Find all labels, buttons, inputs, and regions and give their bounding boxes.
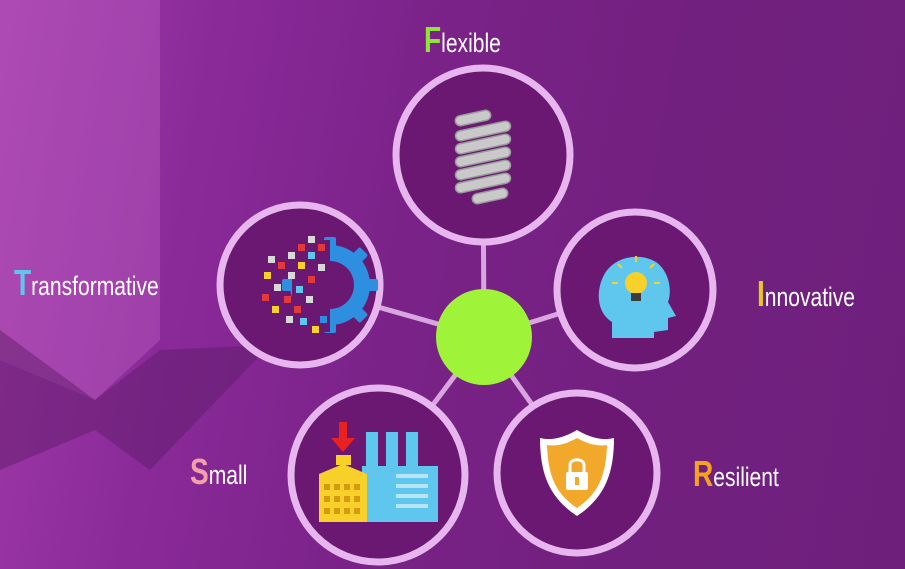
label-innovative-rest: nnovative [764, 282, 855, 312]
label-flexible-rest: lexible [441, 28, 501, 58]
label-transformative: Transformative [14, 265, 159, 301]
label-flexible: Flexible [424, 22, 501, 58]
label-small-rest: mall [208, 460, 248, 490]
label-innovative: Innovative [757, 276, 855, 312]
label-small-initial: S [190, 451, 209, 492]
label-innovative-initial: I [757, 273, 765, 314]
label-resilient-rest: esilient [713, 462, 779, 492]
label-flexible-initial: F [424, 19, 442, 60]
center-hub [436, 289, 532, 385]
shield-lock-icon [540, 430, 614, 516]
label-transformative-rest: ransformative [31, 271, 159, 301]
label-transformative-initial: T [14, 262, 32, 303]
label-resilient: Resilient [693, 456, 779, 492]
label-resilient-initial: R [693, 453, 714, 494]
label-small: Small [190, 454, 247, 490]
gear-pixels-icon [262, 236, 378, 333]
idea-head-icon [598, 256, 676, 338]
factory-icon [319, 422, 438, 522]
spring-icon [454, 109, 512, 205]
